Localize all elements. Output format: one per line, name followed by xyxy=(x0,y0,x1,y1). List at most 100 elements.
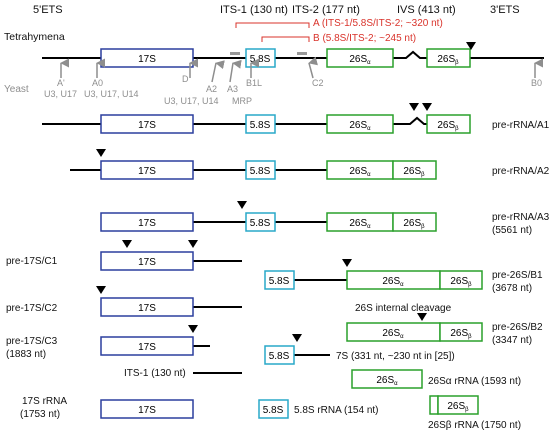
site-label-d: D xyxy=(182,74,189,84)
probe-a-bracket xyxy=(235,22,310,28)
label-5-8s-rrna: 5.8S rRNA (154 nt) xyxy=(294,405,378,416)
site-label-b1l: B1L xyxy=(246,78,262,88)
region-label-5ets: 5'ETS xyxy=(33,4,63,16)
row-pre-17s-c1: 17S xyxy=(100,240,242,271)
svg-text:17S: 17S xyxy=(138,218,156,229)
label-pre-rrna-a2: pre-rRNA/A2 xyxy=(492,166,550,177)
row-pre-rrna-a1: 17S 5.8S 26Sα 26Sβ xyxy=(42,103,471,134)
organism-tetrahymena: Tetrahymena xyxy=(4,31,65,43)
row-pre-17s-c3: 17S xyxy=(100,325,210,356)
arrow-a3 xyxy=(229,59,242,83)
label-pre-26s-b2-length: (3347 nt) xyxy=(492,335,532,346)
svg-text:17S: 17S xyxy=(138,303,156,314)
cleavage-marker xyxy=(292,334,302,342)
svg-text:5.8S: 5.8S xyxy=(250,218,271,229)
label-17s-rrna-length: (1753 nt) xyxy=(20,409,60,420)
svg-text:17S: 17S xyxy=(138,257,156,268)
svg-text:5.8S: 5.8S xyxy=(250,120,271,131)
probe-a-hybridization-mark xyxy=(230,52,240,55)
row-5-8s-rrna: 5.8S xyxy=(258,399,289,419)
arrow-a2 xyxy=(211,60,225,83)
site-label-b0: B0 xyxy=(531,78,542,88)
label-7s: 7S (331 nt, ~230 nt in [25]) xyxy=(336,351,455,362)
svg-text:5.8S: 5.8S xyxy=(269,351,290,362)
svg-text:26Sβ: 26Sβ xyxy=(403,218,425,230)
cleavage-marker xyxy=(409,103,419,111)
cleavage-marker xyxy=(96,286,106,294)
row-26s-alpha-rrna: 26Sα xyxy=(351,369,423,389)
row-26s-beta-rrna: 26Sβ xyxy=(429,395,479,415)
svg-text:26Sα: 26Sα xyxy=(376,375,398,387)
region-label-its1: ITS-1 (130 nt) xyxy=(220,4,288,16)
svg-text:26Sβ: 26Sβ xyxy=(450,328,472,340)
svg-text:26Sα: 26Sα xyxy=(349,218,371,230)
cleavage-marker xyxy=(188,240,198,248)
label-26s-beta-rrna: 26Sβ rRNA (1750 nt) xyxy=(428,420,521,431)
label-pre-26s-b2: pre-26S/B2 xyxy=(492,322,543,333)
svg-text:17S: 17S xyxy=(138,405,156,416)
label-its1-fragment: ITS-1 (130 nt) xyxy=(124,368,186,379)
svg-text:26Sβ: 26Sβ xyxy=(447,401,469,413)
cleavage-marker xyxy=(422,103,432,111)
label-pre-17s-c2: pre-17S/C2 xyxy=(6,303,58,314)
svg-text:26Sα: 26Sα xyxy=(349,166,371,178)
arrow-c2 xyxy=(308,56,318,79)
row-pre-rrna-a3: 17S 5.8S 26Sα 26Sβ xyxy=(100,201,437,232)
box-17s xyxy=(100,48,194,68)
region-label-ivs: IVS (413 nt) xyxy=(397,4,456,16)
label-17s-rrna: 17S rRNA xyxy=(22,396,67,407)
cleavage-marker xyxy=(417,313,427,321)
svg-text:5.8S: 5.8S xyxy=(263,405,284,416)
box-17s-label: 17S xyxy=(138,54,156,65)
row-pre-26s-b1: 5.8S 26Sα 26Sβ xyxy=(264,259,483,290)
row-pre-rrna-a2: 17S 5.8S 26Sα 26Sβ xyxy=(70,149,437,180)
box-5-8s-label: 5.8S xyxy=(250,54,271,65)
svg-text:17S: 17S xyxy=(138,342,156,353)
svg-text:26Sα: 26Sα xyxy=(349,120,371,132)
probe-b-label: B (5.8S/ITS-2; ~245 nt) xyxy=(313,33,416,44)
box-26s-alpha xyxy=(326,48,394,68)
snorna-label-u3-u17-u14-right: U3, U17, U14 xyxy=(164,96,219,106)
label-pre-17s-c3-length: (1883 nt) xyxy=(6,349,46,360)
svg-text:17S: 17S xyxy=(138,166,156,177)
svg-text:5.8S: 5.8S xyxy=(269,276,290,287)
row-primary-transcript: 17S 5.8S 26Sα 26Sβ xyxy=(42,42,544,68)
site-label-a-prime: A' xyxy=(57,78,65,88)
row-7s: 5.8S xyxy=(264,334,330,365)
label-26s-alpha-rrna: 26Sα rRNA (1593 nt) xyxy=(428,376,521,387)
svg-text:26Sα: 26Sα xyxy=(382,328,404,340)
cleavage-marker xyxy=(188,325,198,333)
svg-text:5.8S: 5.8S xyxy=(250,166,271,177)
label-pre-rrna-a1: pre-rRNA/A1 xyxy=(492,120,550,131)
site-label-a0: A0 xyxy=(92,78,103,88)
cleavage-marker xyxy=(237,201,247,209)
cleavage-marker xyxy=(122,240,132,248)
box-26s-alpha-label: 26Sα xyxy=(349,54,371,66)
svg-text:26Sα: 26Sα xyxy=(382,276,404,288)
row-pre-26s-b2: 26Sα 26Sβ xyxy=(346,313,483,342)
cleavage-site-arrows xyxy=(60,56,544,83)
box-26s-beta xyxy=(426,48,471,68)
snorna-label-u3-u17-u14-left: U3, U17, U14 xyxy=(84,89,139,99)
probe-a-label: A (ITS-1/5.8S/ITS-2; ~320 nt) xyxy=(313,18,443,29)
row-17s-rrna: 17S xyxy=(100,399,194,419)
region-label-3ets: 3'ETS xyxy=(490,4,520,16)
label-pre-rrna-a3: pre-rRNA/A3 xyxy=(492,212,550,223)
region-label-its2: ITS-2 (177 nt) xyxy=(292,4,360,16)
svg-text:17S: 17S xyxy=(138,120,156,131)
box-26s-beta-label: 26Sβ xyxy=(437,54,459,66)
probe-b-hybridization-mark xyxy=(297,52,307,55)
row-pre-17s-c2: 17S xyxy=(96,286,242,317)
site-label-a2: A2 xyxy=(206,84,217,94)
snorna-label-mrp: MRP xyxy=(232,96,252,106)
svg-text:26Sβ: 26Sβ xyxy=(403,166,425,178)
label-pre-17s-c3: pre-17S/C3 xyxy=(6,336,58,347)
cleavage-marker xyxy=(96,149,106,157)
site-label-a3: A3 xyxy=(227,84,238,94)
cleavage-marker xyxy=(466,42,476,50)
label-pre-rrna-a3-length: (5561 nt) xyxy=(492,225,532,236)
cleavage-marker xyxy=(342,259,352,267)
probe-b-bracket xyxy=(261,36,310,42)
svg-text:26Sβ: 26Sβ xyxy=(450,276,472,288)
